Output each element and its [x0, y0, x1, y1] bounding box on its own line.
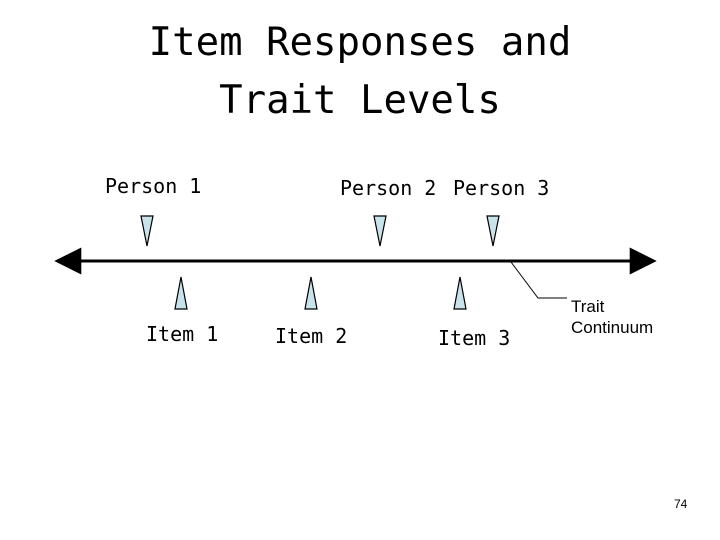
person-3-label: Person 3	[453, 176, 550, 200]
item-2-marker	[304, 276, 318, 310]
person-2-marker	[373, 215, 387, 247]
trait-continuum-callout: Trait Continuum	[571, 296, 653, 338]
item-1-marker	[174, 276, 188, 310]
person-1-marker	[140, 215, 154, 247]
person-1-label: Person 1	[105, 174, 202, 198]
title-line-2: Trait Levels	[219, 78, 501, 123]
item-3-label: Item 3	[438, 326, 511, 350]
slide-title: Item Responses and Trait Levels	[0, 14, 720, 130]
person-2-label: Person 2	[340, 176, 437, 200]
item-2-label: Item 2	[275, 324, 348, 348]
callout-leader-line	[510, 261, 567, 299]
item-1-label: Item 1	[146, 322, 219, 346]
title-line-1: Item Responses and	[148, 20, 572, 65]
callout-line-1: Trait	[571, 297, 605, 316]
item-3-marker	[453, 276, 467, 310]
person-3-marker	[486, 215, 500, 247]
callout-line-2: Continuum	[571, 318, 654, 337]
page-number: 74	[674, 497, 688, 511]
